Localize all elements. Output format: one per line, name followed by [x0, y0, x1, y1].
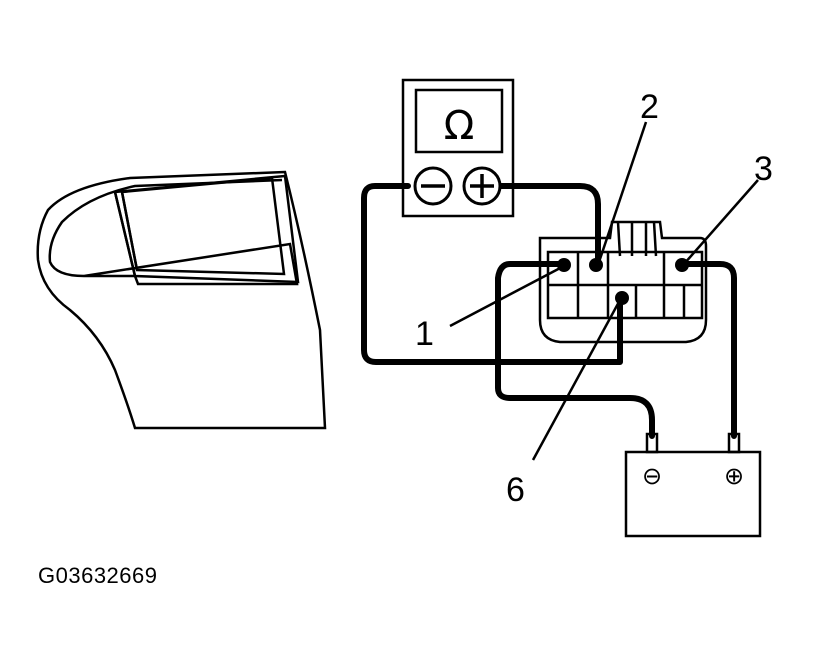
callout-leaders: [449, 121, 759, 461]
battery-negative-lead: [495, 261, 655, 439]
battery-positive-lead: [679, 261, 737, 439]
ohmmeter: Ω: [401, 78, 515, 218]
door-belt-line: [83, 242, 299, 286]
callout-2: 2: [640, 88, 659, 126]
callout-1: 1: [415, 315, 434, 353]
battery-positive-icon: ⊕: [724, 462, 744, 490]
ohmmeter-negative-lead: [361, 183, 623, 365]
ohm-symbol: Ω: [444, 103, 475, 149]
battery-case: [624, 450, 762, 538]
rear-door: [36, 170, 327, 430]
ohmmeter-wires: [361, 183, 623, 365]
ohmmeter-positive-lead: [493, 183, 601, 271]
window-switch-connector: [538, 220, 708, 344]
battery-negative-icon: ⊖: [642, 462, 662, 490]
callout-6: 6: [506, 471, 525, 509]
callout-3: 3: [754, 150, 773, 188]
ohmmeter-display: [414, 88, 504, 154]
battery-wires: [495, 261, 737, 439]
battery: ⊖ ⊕: [624, 432, 762, 538]
figure-code: G03632669: [38, 563, 158, 588]
